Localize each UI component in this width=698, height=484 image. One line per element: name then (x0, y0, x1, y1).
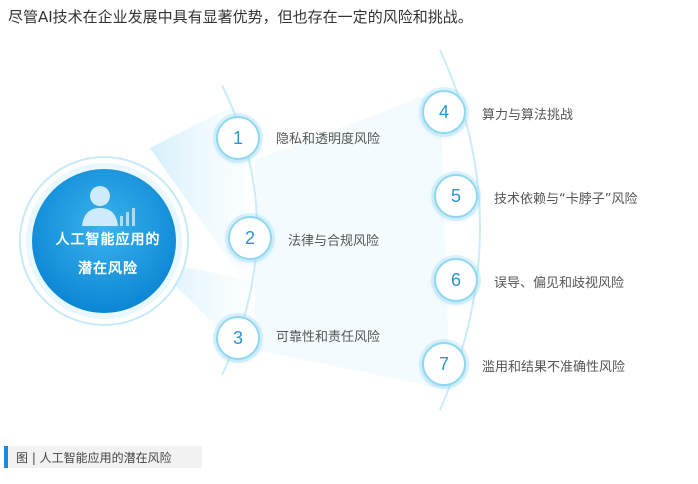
node-7-number: 7 (422, 342, 466, 386)
node-3-label: 可靠性和责任风险 (276, 330, 381, 345)
node-3-number: 3 (216, 316, 260, 360)
node-4-number: 4 (422, 90, 466, 134)
node-2-label: 法律与合规风险 (288, 234, 380, 249)
node-1-number: 1 (216, 116, 260, 160)
node-7-label: 滥用和结果不准确性风险 (482, 360, 626, 375)
intro-text: 尽管AI技术在企业发展中具有显著优势，但也存在一定的风险和挑战。 (8, 8, 473, 26)
node-4-label: 算力与算法挑战 (482, 108, 574, 123)
hub-circle (32, 169, 176, 313)
hub-title-line1: 人工智能应用的 (55, 232, 161, 248)
person-icon (82, 186, 135, 226)
risk-diagram: 人工智能应用的 潜在风险 1 隐私和透明度风险 2 法律与合规风险 3 可靠性和… (0, 30, 698, 440)
figure-caption: 图 | 人工智能应用的潜在风险 (4, 446, 202, 468)
node-6-label: 误导、偏见和歧视风险 (494, 276, 625, 291)
node-2-number: 2 (228, 216, 272, 260)
node-5-number: 5 (434, 174, 478, 218)
node-1-label: 隐私和透明度风险 (276, 132, 381, 147)
node-6-number: 6 (434, 258, 478, 302)
hub-title-line2: 潜在风险 (78, 261, 138, 277)
node-5-label: 技术依赖与“卡脖子”风险 (494, 192, 638, 207)
beam-right (255, 90, 450, 390)
